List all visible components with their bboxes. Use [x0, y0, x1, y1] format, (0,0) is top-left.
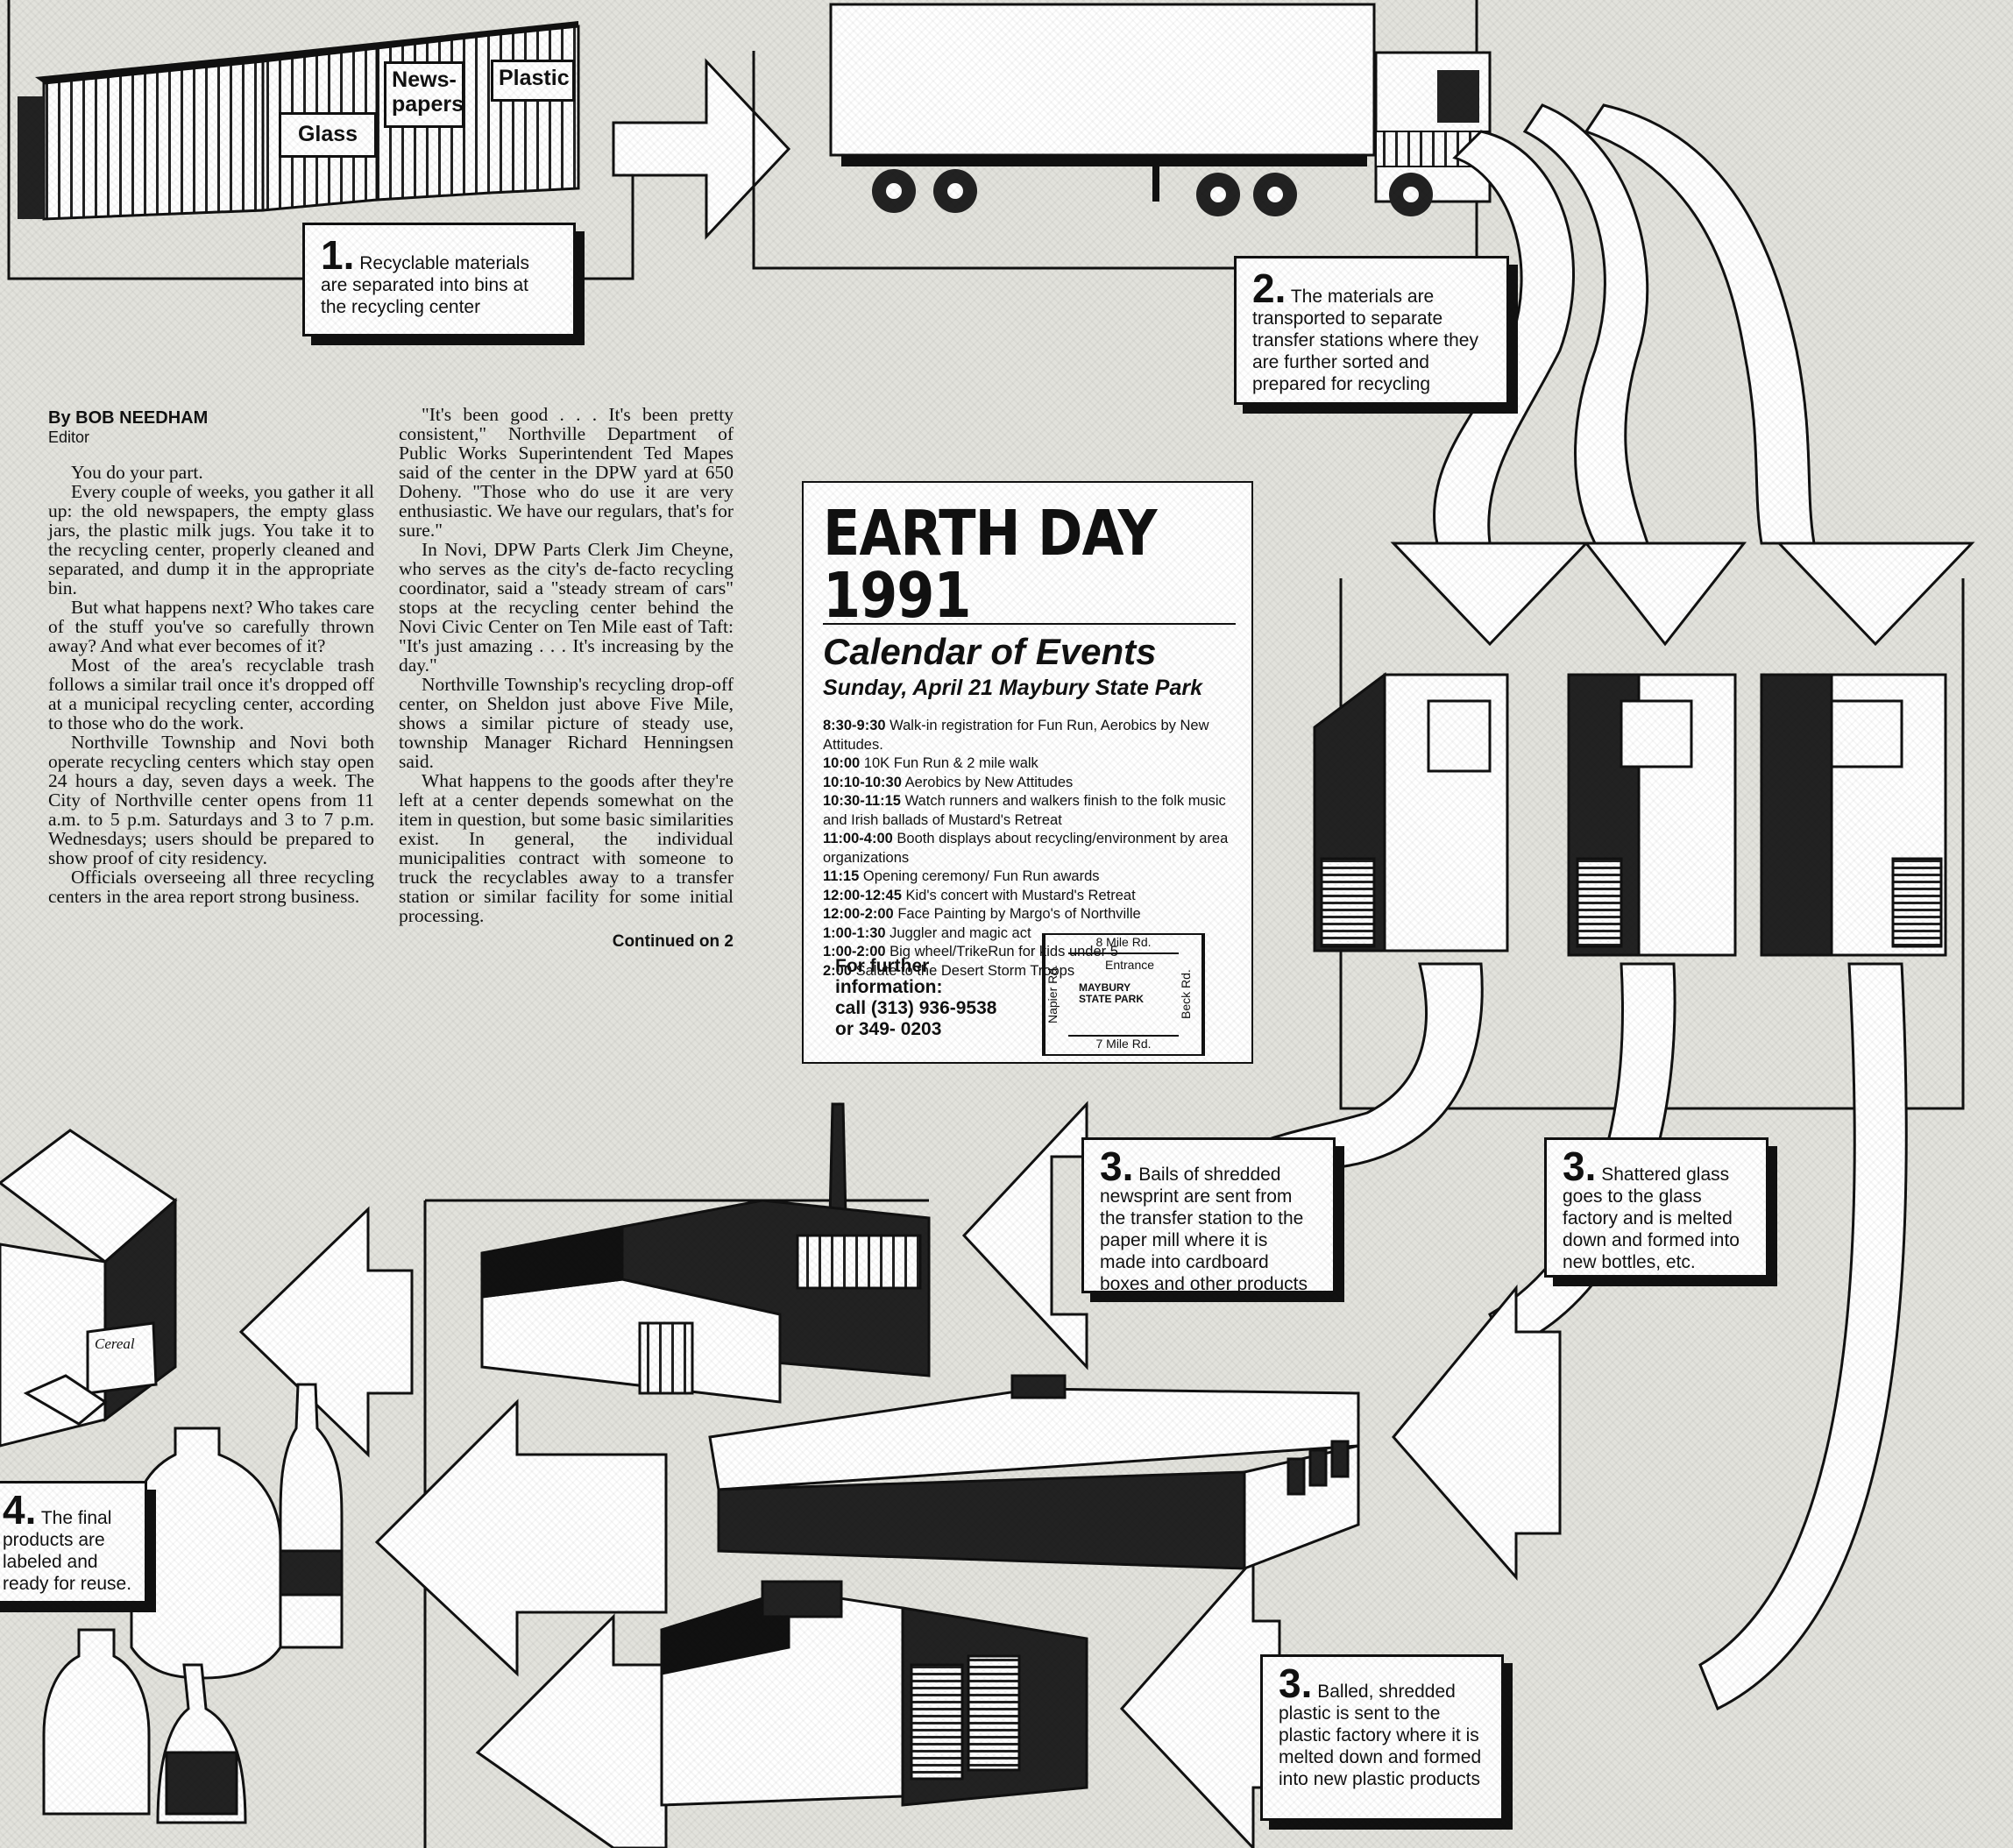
step-1-number: 1.	[321, 232, 355, 278]
transfer-stations	[1313, 672, 1947, 957]
recycling-bins	[18, 21, 580, 221]
article-paragraph: What happens to the goods after they're …	[399, 770, 734, 926]
article-column-1: By BOB NEEDHAM Editor You do your part. …	[48, 408, 374, 906]
step-2-text: The materials are transported to separat…	[1252, 287, 1478, 394]
step-1-callout: 1. Recyclable materials are separated in…	[302, 223, 576, 336]
final-products	[0, 1129, 344, 1824]
earth-day-calendar: EARTH DAY 1991 Calendar of Events Sunday…	[802, 481, 1253, 1064]
newspapers-bin-label: News- papers	[384, 61, 464, 128]
park-map: 8 Mile Rd. 7 Mile Rd. Napier Rd. Beck Rd…	[1042, 933, 1205, 1056]
event-row: 12:00-2:00 Face Painting by Margo's of N…	[823, 906, 1141, 922]
article-column-2: "It's been good . . . It's been pretty c…	[399, 405, 734, 952]
step-3-plastic-number: 3.	[1279, 1660, 1313, 1706]
map-entrance: Entrance	[1105, 958, 1155, 972]
event-row: 10:30-11:15 Watch runners and walkers fi…	[823, 793, 1226, 828]
step-2-callout: 2. The materials are transported to sepa…	[1234, 256, 1509, 405]
step-2-number: 2.	[1252, 266, 1286, 311]
article-paragraph: "It's been good . . . It's been pretty c…	[399, 404, 734, 541]
event-row: 10:00 10K Fun Run & 2 mile walk	[823, 755, 1038, 771]
continued-note: Continued on 2	[612, 932, 734, 951]
event-row: 1:00-1:30 Juggler and magic act	[823, 924, 1031, 941]
article-paragraph: Officials overseeing all three recycling…	[48, 867, 374, 907]
map-park-label: MAYBURY STATE PARK	[1079, 981, 1144, 1005]
calendar-events: 8:30-9:30 Walk-in registration for Fun R…	[823, 717, 1236, 981]
step-3-paper-callout: 3. Bails of shredded newsprint are sent …	[1081, 1137, 1336, 1294]
event-row: 11:00-4:00 Booth displays about recyclin…	[823, 831, 1229, 866]
step-3-glass-text: Shattered glass goes to the glass factor…	[1563, 1165, 1740, 1272]
map-south-road: 7 Mile Rd.	[1068, 1035, 1179, 1054]
cereal-label: Cereal	[95, 1335, 135, 1352]
event-row: 1:00-2:00 Big wheel/TrikeRun for kids un…	[823, 944, 1118, 959]
map-east-road: Beck Rd.	[1179, 935, 1203, 1054]
event-row: 11:15 Opening ceremony/ Fun Run awards	[823, 868, 1100, 884]
event-row: 10:10-10:30 Aerobics by New Attitudes	[823, 774, 1074, 790]
step-4-callout: 4. The final products are labeled and re…	[0, 1481, 147, 1604]
article-paragraph: But what happens next? Who takes care of…	[48, 597, 374, 656]
event-row: 8:30-9:30 Walk-in registration for Fun R…	[823, 718, 1209, 753]
calendar-subtitle: Calendar of Events	[823, 631, 1157, 672]
step-3-plastic-text: Balled, shredded plastic is sent to the …	[1279, 1682, 1482, 1789]
flow-arrows-down	[1390, 542, 1975, 647]
step-3-glass-number: 3.	[1563, 1143, 1597, 1189]
article-paragraph: Northville Township's recycling drop-off…	[399, 674, 734, 772]
map-north-road: 8 Mile Rd.	[1068, 935, 1179, 954]
info-contact: For further information: call (313) 936-…	[835, 956, 997, 1039]
plastic-factory	[660, 1580, 1088, 1807]
recycling-center-frame	[7, 0, 634, 280]
step-4-text: The final products are labeled and ready…	[3, 1508, 132, 1594]
truck-frame	[752, 0, 1492, 270]
flow-ribbons-bottom	[1243, 962, 1908, 1711]
event-row: 12:00-12:45 Kid's concert with Mustard's…	[823, 887, 1136, 903]
glass-factory	[708, 1374, 1360, 1571]
article-paragraph: You do your part.	[71, 462, 203, 483]
step-3-glass-callout: 3. Shattered glass goes to the glass fac…	[1544, 1137, 1768, 1278]
calendar-when: Sunday, April 21 Maybury State Park	[823, 676, 1203, 700]
event-row: 2:00 Salute to the Desert Storm Troops	[823, 962, 1075, 979]
article-paragraph: In Novi, DPW Parts Clerk Jim Cheyne, who…	[399, 539, 734, 676]
arrow-bins-to-truck	[612, 58, 791, 240]
article-paragraph: Most of the area's recyclable trash foll…	[48, 655, 374, 733]
step-3-plastic-callout: 3. Balled, shredded plastic is sent to t…	[1260, 1654, 1504, 1821]
byline: By BOB NEEDHAM	[48, 408, 209, 428]
paper-mill	[480, 1102, 931, 1404]
byline-role: Editor	[48, 428, 90, 446]
step-3-paper-text: Bails of shredded newsprint are sent fro…	[1100, 1165, 1308, 1294]
map-west-road: Napier Rd.	[1044, 935, 1068, 1054]
glass-bin-label: Glass	[279, 112, 377, 158]
step-4-number: 4.	[3, 1487, 37, 1533]
article-paragraph: Every couple of weeks, you gather it all…	[48, 481, 374, 598]
article-paragraph: Northville Township and Novi both operat…	[48, 732, 374, 868]
calendar-title: EARTH DAY 1991	[823, 496, 1157, 633]
step-1-text: Recyclable materials are separated into …	[321, 253, 529, 317]
step-3-paper-number: 3.	[1100, 1143, 1134, 1189]
plastic-bin-label: Plastic	[491, 60, 575, 102]
